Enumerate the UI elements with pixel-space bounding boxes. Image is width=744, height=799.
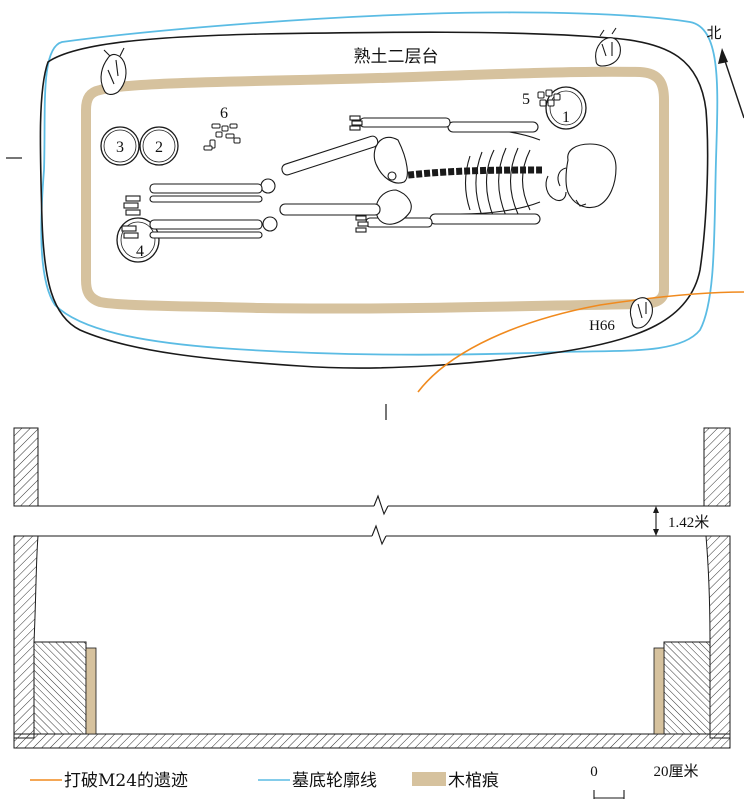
platform-label: 熟土二层台 bbox=[354, 46, 439, 66]
artifact-6-number: 6 bbox=[220, 105, 228, 122]
scale-max: 20厘米 bbox=[653, 763, 698, 780]
legend-label-disturbing-feature: 打破M24的遗迹 bbox=[64, 771, 188, 791]
artifact-2-number: 2 bbox=[155, 139, 163, 156]
stone-object-northwest bbox=[100, 47, 127, 95]
pit-outline bbox=[39, 31, 709, 369]
artifact-3-number: 3 bbox=[116, 139, 124, 156]
section-wall-upper-right bbox=[703, 427, 731, 507]
artifact-5: 5 bbox=[522, 89, 561, 108]
legend-item-tomb-bottom-outline: 墓底轮廓线 bbox=[258, 771, 377, 791]
feature-label-h66: H66 bbox=[589, 318, 615, 334]
section-floor bbox=[13, 733, 731, 749]
scale-zero: 0 bbox=[590, 764, 598, 780]
section-coffin-right bbox=[653, 647, 665, 735]
skull bbox=[565, 143, 617, 209]
artifact-4-number: 4 bbox=[136, 243, 144, 260]
artifact-2: 2 bbox=[139, 126, 179, 166]
section-view: 1.42米 bbox=[13, 427, 731, 749]
legend-item-coffin-trace: 木棺痕 bbox=[412, 771, 499, 791]
section-platform-left bbox=[33, 641, 87, 735]
depth-label: 1.42米 bbox=[668, 514, 709, 531]
section-platform-right bbox=[663, 641, 711, 735]
spine bbox=[399, 166, 543, 180]
scale-bar: 0 20厘米 bbox=[590, 763, 699, 799]
stone-object-northeast bbox=[595, 27, 621, 67]
north-arrow-icon: 北 bbox=[706, 25, 744, 119]
north-label: 北 bbox=[706, 25, 721, 42]
skeleton bbox=[121, 115, 617, 239]
artifact-3: 3 bbox=[100, 126, 140, 166]
stone-object-southeast bbox=[629, 297, 653, 329]
tomb-bottom-outline bbox=[40, 11, 719, 356]
artifact-1-number: 1 bbox=[562, 109, 570, 126]
plan-view: 北 熟土二层台 H66 3 2 bbox=[6, 11, 744, 420]
section-wall-upper-left bbox=[13, 427, 39, 507]
legend-label-coffin-trace: 木棺痕 bbox=[448, 771, 499, 791]
artifact-6: 6 bbox=[203, 105, 241, 151]
disturbing-feature-line bbox=[417, 291, 744, 393]
legend: 打破M24的遗迹 墓底轮廓线 木棺痕 0 20厘米 bbox=[30, 763, 699, 799]
artifact-5-number: 5 bbox=[522, 91, 530, 108]
depth-dimension bbox=[653, 506, 659, 536]
legend-item-disturbing-feature: 打破M24的遗迹 bbox=[30, 771, 188, 791]
legend-label-tomb-bottom-outline: 墓底轮廓线 bbox=[292, 771, 377, 791]
section-coffin-left bbox=[85, 647, 97, 735]
